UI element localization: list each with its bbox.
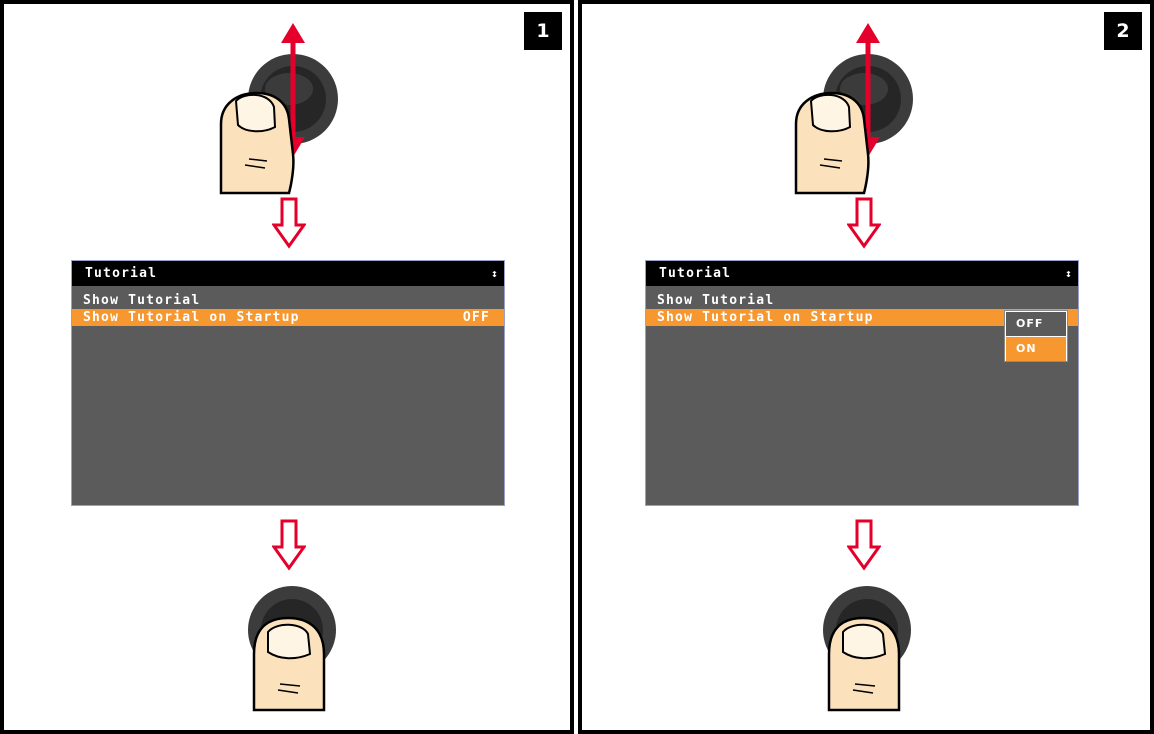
screen-title: Tutorial (85, 266, 157, 281)
popup-option-on[interactable]: ON (1006, 337, 1066, 361)
step-number-badge: 2 (1104, 12, 1142, 50)
step-panel-2: 2 Tutorial ↕ Show Tutorial Show Tut (578, 0, 1154, 734)
down-arrow-icon (272, 519, 306, 571)
menu-item-value: OFF (463, 309, 490, 326)
menu-item-label: Show Tutorial (83, 293, 200, 308)
step-number-badge: 1 (524, 12, 562, 50)
instrument-screen: Tutorial ↕ Show Tutorial Show Tutorial o… (645, 260, 1079, 506)
screen-title: Tutorial (659, 266, 731, 281)
menu-item-label: Show Tutorial on Startup (657, 310, 874, 325)
menu-item-show-tutorial[interactable]: Show Tutorial (72, 292, 504, 309)
thumb-icon (829, 618, 899, 710)
thumb-icon (221, 93, 293, 193)
up-down-arrows-icon: ↕ (1065, 261, 1073, 286)
instrument-screen: Tutorial ↕ Show Tutorial Show Tutorial o… (71, 260, 505, 506)
down-arrow-icon (272, 197, 306, 249)
push-knob-illustration (819, 584, 919, 714)
value-popup: OFF ON (1004, 310, 1068, 362)
menu-item-label: Show Tutorial (657, 293, 774, 308)
popup-option-off[interactable]: OFF (1006, 312, 1066, 336)
thumb-icon (254, 618, 324, 710)
thumb-icon (796, 93, 868, 193)
menu-item-show-tutorial-on-startup[interactable]: Show Tutorial on Startup OFF (72, 309, 504, 326)
turn-knob-illustration (209, 19, 349, 194)
screen-header: Tutorial ↕ (646, 261, 1078, 286)
down-arrow-icon (847, 197, 881, 249)
push-knob-illustration (244, 584, 344, 714)
step-panel-1: 1 Tutorial ↕ Show Tutorial Show (0, 0, 574, 734)
down-arrow-icon (847, 519, 881, 571)
menu-item-show-tutorial[interactable]: Show Tutorial (646, 292, 1078, 309)
menu-item-label: Show Tutorial on Startup (83, 310, 300, 325)
screen-header: Tutorial ↕ (72, 261, 504, 286)
turn-knob-illustration (784, 19, 924, 194)
up-down-arrows-icon: ↕ (491, 261, 499, 286)
